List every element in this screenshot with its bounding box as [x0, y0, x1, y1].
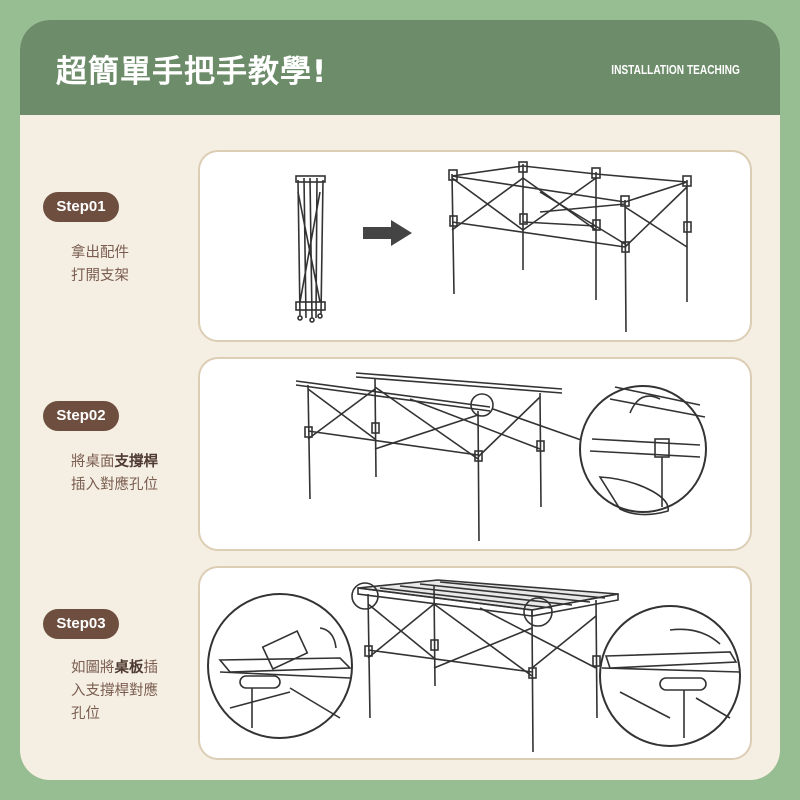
step2-desc-text: 將桌面 [71, 454, 115, 470]
arrow-right-icon [363, 220, 412, 246]
frame-with-rods-drawing [295, 372, 585, 542]
step2-badge: Step02 [43, 401, 119, 431]
step2-description: 將桌面支撐桿 插入對應孔位 [71, 451, 158, 497]
step1-desc-line2: 打開支架 [71, 268, 129, 284]
step3-description: 如圖將桌板插 入支撐桿對應 孔位 [71, 657, 158, 726]
step1-description: 拿出配件 打開支架 [71, 242, 129, 288]
instruction-card: 超簡單手把手教學! INSTALLATION TEACHING Step01 拿… [20, 20, 780, 780]
step2-illustration-panel [198, 357, 752, 551]
page-subtitle: INSTALLATION TEACHING [611, 62, 740, 77]
step2-desc-line1: 將桌面支撐桿 [71, 451, 158, 474]
step3-desc-line3: 孔位 [71, 706, 100, 722]
step1-illustration [295, 161, 692, 333]
opened-frame-drawing [448, 161, 692, 333]
step2-desc-highlight: 支撐桿 [114, 454, 159, 470]
step3-badge: Step03 [43, 609, 119, 639]
page-title: 超簡單手把手教學! [56, 54, 328, 90]
step3-illustration-panel [198, 566, 752, 760]
step3-desc-line1: 如圖將桌板插 [71, 657, 158, 680]
step1-illustration-panel [198, 150, 752, 342]
step3-desc-text-end: 插 [143, 660, 159, 676]
step3-desc-line2: 入支撐桿對應 [71, 683, 158, 699]
step3-illustration [207, 579, 741, 753]
step2-zoom-inset [579, 385, 707, 516]
header-bar: 超簡單手把手教學! INSTALLATION TEACHING [20, 20, 780, 115]
step1-desc-line1: 拿出配件 [71, 245, 129, 261]
step3-zoom-inset-right [599, 605, 741, 747]
step3-desc-text: 如圖將 [71, 660, 115, 676]
step2-illustration [295, 372, 707, 542]
step2-desc-line2: 插入對應孔位 [71, 477, 158, 493]
folded-frame-drawing [295, 175, 326, 323]
step3-desc-highlight: 桌板 [114, 660, 144, 676]
step1-badge: Step01 [43, 192, 119, 222]
table-drawing [351, 579, 619, 753]
step3-zoom-inset-left [207, 593, 353, 739]
